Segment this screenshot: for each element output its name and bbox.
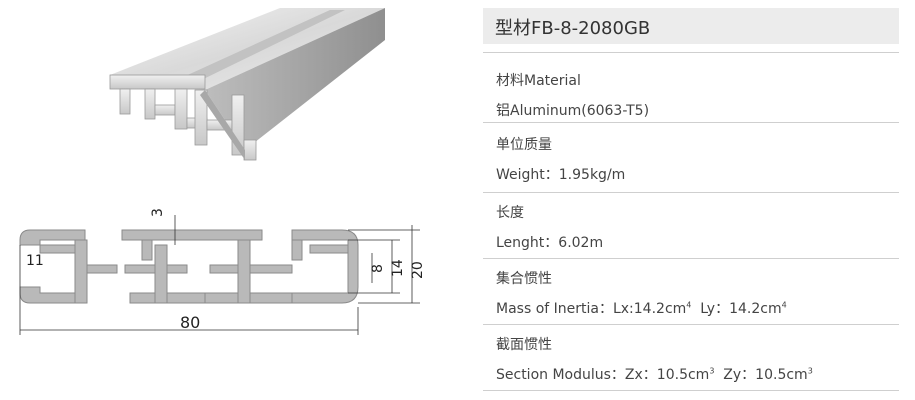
inertia-ly-text: Ly：14.2cm — [691, 301, 782, 317]
spec-material: 材料Material 铝Aluminum(6063-T5) — [496, 70, 896, 120]
spec-section-modulus: 截面惯性 Section Modulus：Zx：10.5cm3 Zy：10.5c… — [496, 334, 896, 384]
spec-label: 单位质量 — [496, 137, 552, 153]
spec-value: 铝Aluminum(6063-T5) — [496, 103, 650, 119]
spec-weight: 单位质量 Weight：1.95kg/m — [496, 134, 896, 184]
spec-label: 材料Material — [496, 73, 581, 89]
divider — [483, 324, 899, 325]
dim-top-slot: 3 — [150, 208, 166, 217]
divider — [483, 390, 899, 391]
modulus-zx-text: Section Modulus：Zx：10.5cm — [496, 367, 710, 383]
spec-value: Mass of Inertia：Lx:14.2cm4 Ly：14.2cm4 — [496, 298, 896, 318]
dim-total-height: 20 — [410, 261, 426, 279]
superscript: 4 — [781, 300, 787, 310]
product-title: 型材FB-8-2080GB — [495, 18, 651, 39]
profile-photo — [109, 8, 385, 161]
spec-value: Weight：1.95kg/m — [496, 167, 626, 183]
title-bar: 型材FB-8-2080GB — [483, 8, 899, 44]
divider — [483, 122, 899, 123]
spec-label: 长度 — [496, 205, 524, 221]
spec-value: Section Modulus：Zx：10.5cm3 Zy：10.5cm3 — [496, 364, 896, 384]
spec-inertia: 集合惯性 Mass of Inertia：Lx:14.2cm4 Ly：14.2c… — [496, 268, 896, 318]
divider — [483, 52, 899, 53]
spec-label: 集合惯性 — [496, 271, 552, 287]
inertia-lx-text: Mass of Inertia：Lx:14.2cm — [496, 301, 687, 317]
dim-width: 80 — [180, 313, 200, 332]
modulus-zy-text: Zy：10.5cm — [714, 367, 808, 383]
dim-left-height: 11 — [26, 253, 44, 269]
dim-inner-slot: 8 — [370, 264, 386, 273]
left-panel: 3 11 80 8 14 20 — [0, 0, 430, 400]
spec-length: 长度 Lenght：6.02m — [496, 202, 896, 252]
spec-value: Lenght：6.02m — [496, 235, 604, 251]
superscript: 3 — [709, 366, 715, 376]
superscript: 4 — [686, 300, 692, 310]
cross-section-drawing: 3 11 80 8 14 20 — [19, 208, 426, 335]
divider — [483, 258, 899, 259]
spec-label: 截面惯性 — [496, 337, 552, 353]
spec-panel: 型材FB-8-2080GB 材料Material 铝Aluminum(6063-… — [483, 0, 903, 400]
superscript: 3 — [807, 366, 813, 376]
divider — [483, 192, 899, 193]
dim-mid-height: 14 — [390, 259, 406, 277]
